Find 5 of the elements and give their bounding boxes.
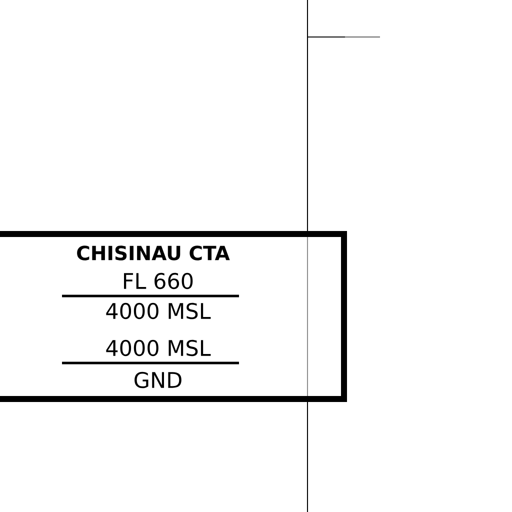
altitude-limit: FL 660 — [124, 272, 193, 290]
altitude-limit: 4000 MSL — [106, 302, 211, 320]
box-title: CHISINAU CTA — [77, 246, 230, 260]
altitude-limit: GND — [134, 372, 182, 388]
altitude-limit: 4000 MSL — [106, 340, 211, 356]
